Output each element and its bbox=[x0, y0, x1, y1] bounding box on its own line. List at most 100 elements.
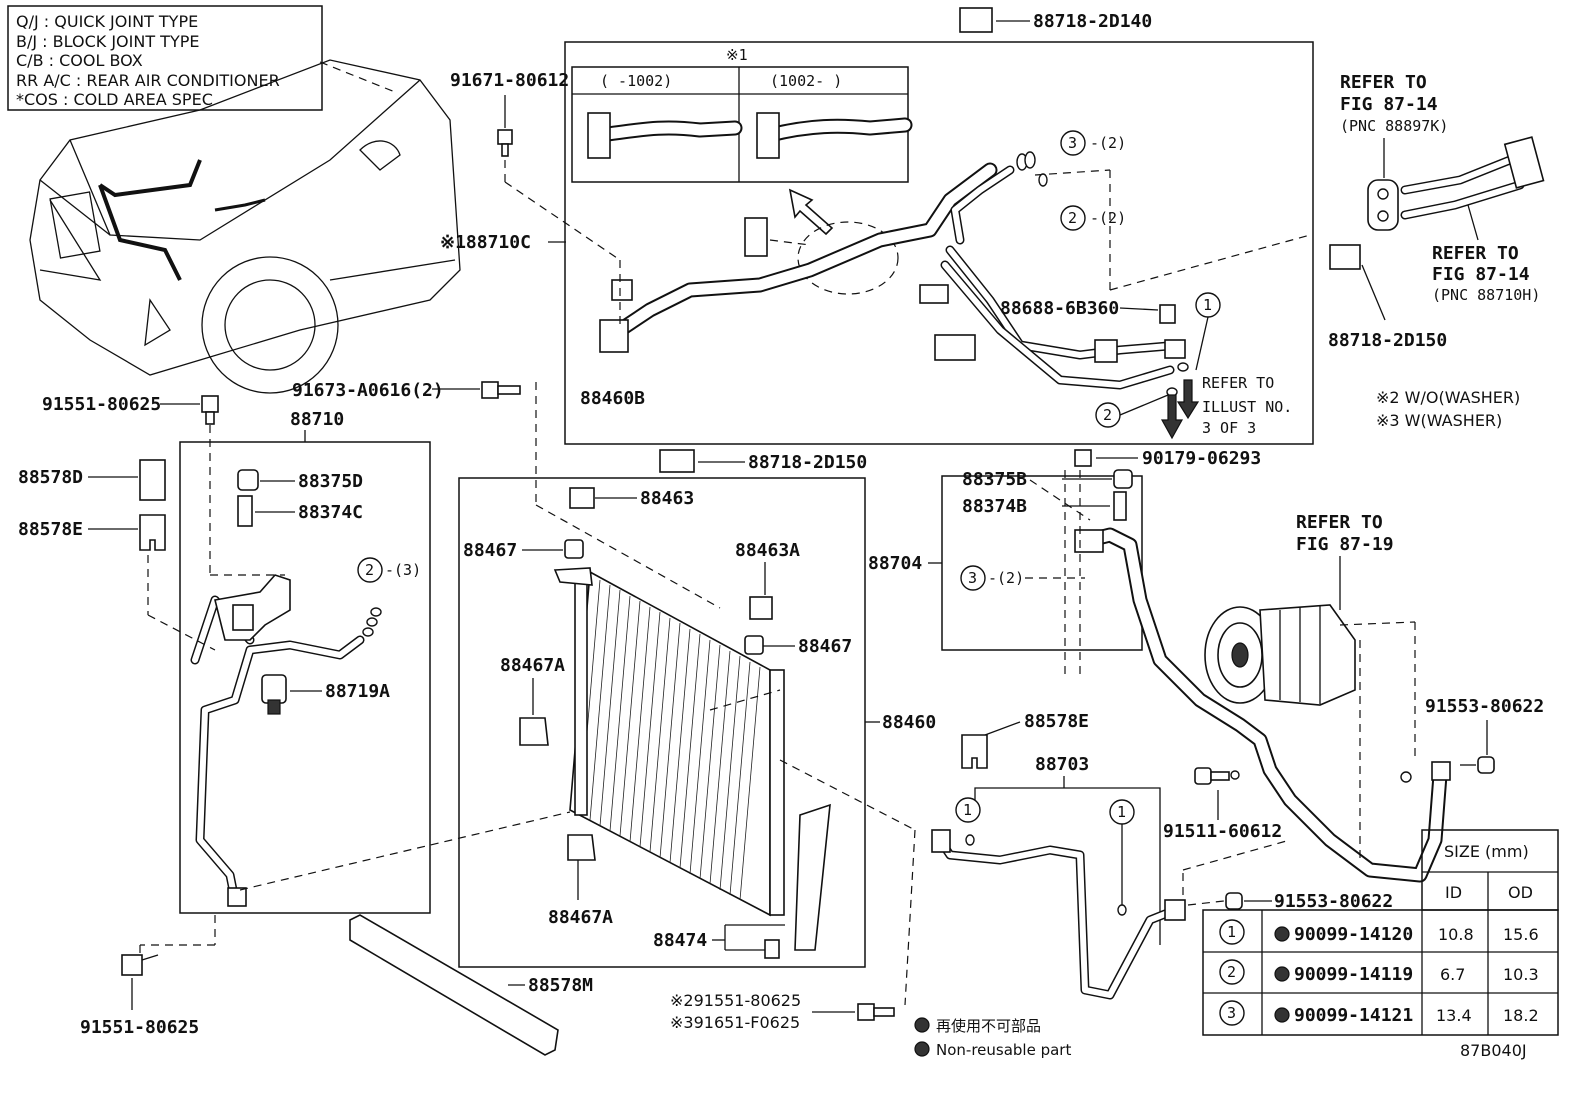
range-before-1002: ( -1002) bbox=[600, 72, 672, 90]
note-w-o-washer: ※2 W/O(WASHER) bbox=[1376, 388, 1520, 407]
part-88688-6b360: 88688-6B360 bbox=[1000, 298, 1119, 319]
part-88578e-left: 88578E bbox=[18, 519, 83, 540]
callout-2-left-qty: -(3) bbox=[385, 561, 421, 579]
refer-illust-line1: REFER TO bbox=[1202, 374, 1274, 392]
top-callouts: 88718-2D140 91671-80612 ※188710C bbox=[440, 7, 1152, 261]
size-row2-num: 2 bbox=[1227, 963, 1236, 981]
part-91551-80625-bottom: 91551-80625 bbox=[80, 1017, 199, 1038]
part-88375b: 88375B bbox=[962, 469, 1027, 490]
size-row3-od: 18.2 bbox=[1503, 1006, 1539, 1025]
refer-a-line2: FIG 87-14 bbox=[1340, 94, 1438, 115]
part-88578m: 88578M bbox=[528, 975, 593, 996]
size-row1-num: 1 bbox=[1227, 923, 1236, 941]
liquid-tube-box-88710: 91551-80625 88710 88375D 88374C 2 -(3) 8… bbox=[42, 394, 431, 1038]
size-row2-od: 10.3 bbox=[1503, 965, 1539, 984]
part-88467-a: 88467 bbox=[463, 540, 517, 561]
part-91551-80625-top: 91551-80625 bbox=[42, 394, 161, 415]
callout-1-left: 1 bbox=[963, 801, 972, 819]
part-88578e-right: 88578E bbox=[1024, 711, 1089, 732]
callout-1-top: 1 bbox=[1203, 296, 1212, 314]
part-91511-60612: 91511-60612 bbox=[1163, 821, 1282, 842]
part-88375d: 88375D bbox=[298, 471, 363, 492]
part-88704: 88704 bbox=[868, 553, 922, 574]
part-88467a-top: 88467A bbox=[500, 655, 565, 676]
o-ring-size-table: SIZE (mm) ID OD 1 90099-14120 10.8 15.6 … bbox=[1202, 829, 1559, 1036]
suction-hose-88703: 88578E 88703 1 1 91511-60612 91553-80622 bbox=[931, 711, 1393, 1000]
size-row3-num: 3 bbox=[1227, 1004, 1236, 1022]
callout-2-mid: 2 bbox=[1103, 406, 1112, 424]
size-row1-part: 90099-14120 bbox=[1294, 924, 1413, 945]
discharge-hose-88704: 90179-06293 88375B 88374B 88704 3 -(2) bbox=[868, 448, 1448, 883]
part-91651-f0625-note3: ※391651-F0625 bbox=[670, 1013, 800, 1032]
size-row1-id: 10.8 bbox=[1438, 925, 1474, 944]
part-88710: 88710 bbox=[290, 409, 344, 430]
callout-2-left: 2 bbox=[365, 561, 374, 579]
refer-a-line1: REFER TO bbox=[1340, 72, 1427, 93]
refer-c-line2: FIG 87-19 bbox=[1296, 534, 1394, 555]
size-col-od: OD bbox=[1508, 883, 1533, 902]
part-88710c: ※188710C bbox=[440, 232, 531, 253]
part-88718-2d140: 88718-2D140 bbox=[1033, 11, 1152, 32]
part-88467a-bottom: 88467A bbox=[548, 907, 613, 928]
part-88374c: 88374C bbox=[298, 502, 363, 523]
refer-fig-87-14: REFER TO FIG 87-14 (PNC 88897K) REFER TO… bbox=[1328, 72, 1545, 430]
size-table-header: SIZE (mm) bbox=[1444, 842, 1529, 861]
refer-illust-line2: ILLUST NO. bbox=[1202, 398, 1292, 416]
part-88463a: 88463A bbox=[735, 540, 800, 561]
hose-assembly-box: ※1 ( -1002) (1002- ) bbox=[564, 41, 1314, 445]
part-91673-a0616: 91673-A0616(2) bbox=[292, 380, 444, 401]
compressor: REFER TO FIG 87-19 91553-80622 bbox=[1204, 512, 1544, 860]
callout-3-top-qty: -(2) bbox=[1090, 134, 1126, 152]
part-88460: 88460 bbox=[882, 712, 936, 733]
part-91553-80622-a: 91553-80622 bbox=[1425, 696, 1544, 717]
part-88718-2d150-mid: 88718-2D150 bbox=[748, 452, 867, 473]
callout-2-top-qty: -(2) bbox=[1090, 209, 1126, 227]
condenser-box-88460: 91673-A0616(2) 88718-2D150 88463 88467 8… bbox=[239, 380, 936, 1056]
nonreusable-legend: 再使用不可部品 Non-reusable part bbox=[914, 1017, 1071, 1059]
legend-line-cos: *COS : COLD AREA SPEC bbox=[16, 90, 213, 109]
note-w-washer: ※3 W(WASHER) bbox=[1376, 411, 1502, 430]
callout-2-top: 2 bbox=[1068, 209, 1077, 227]
part-91671-80612: 91671-80612 bbox=[450, 70, 569, 91]
size-row3-id: 13.4 bbox=[1436, 1006, 1472, 1025]
legend-line-qj: Q/J : QUICK JOINT TYPE bbox=[16, 12, 198, 31]
part-88719a: 88719A bbox=[325, 681, 390, 702]
refer-c-line1: REFER TO bbox=[1296, 512, 1383, 533]
vehicle-illustration bbox=[29, 59, 461, 394]
condenser-fins bbox=[579, 579, 761, 901]
range-after-1002: (1002- ) bbox=[770, 72, 842, 90]
callout-3-mid-qty: -(2) bbox=[988, 569, 1024, 587]
abbreviation-legend: Q/J : QUICK JOINT TYPE B/J : BLOCK JOINT… bbox=[7, 5, 323, 111]
legend-line-rrac: RR A/C : REAR AIR CONDITIONER bbox=[16, 71, 280, 90]
cushion-pads-left: 88578D 88578E bbox=[18, 459, 216, 651]
refer-b-line2: FIG 87-14 bbox=[1432, 264, 1530, 285]
size-col-id: ID bbox=[1445, 883, 1462, 902]
size-row1-od: 15.6 bbox=[1503, 925, 1539, 944]
nonreusable-jp: 再使用不可部品 bbox=[936, 1017, 1041, 1035]
part-88374b: 88374B bbox=[962, 496, 1027, 517]
refer-b-line3: (PNC 88710H) bbox=[1432, 286, 1540, 304]
callout-3-mid: 3 bbox=[968, 569, 977, 587]
part-88460b: 88460B bbox=[580, 388, 645, 409]
size-row3-part: 90099-14121 bbox=[1294, 1005, 1413, 1026]
note1-mark: ※1 bbox=[726, 46, 748, 64]
part-88463: 88463 bbox=[640, 488, 694, 509]
size-row2-part: 90099-14119 bbox=[1294, 964, 1413, 985]
part-88578d: 88578D bbox=[18, 467, 83, 488]
size-row2-id: 6.7 bbox=[1440, 965, 1465, 984]
refer-illust-line3: 3 OF 3 bbox=[1202, 419, 1256, 437]
callout-1-right: 1 bbox=[1117, 803, 1126, 821]
part-88467-b: 88467 bbox=[798, 636, 852, 657]
part-91553-80622-b: 91553-80622 bbox=[1274, 891, 1393, 912]
refer-a-line3: (PNC 88897K) bbox=[1340, 117, 1448, 135]
part-88703: 88703 bbox=[1035, 754, 1089, 775]
legend-line-bj: B/J : BLOCK JOINT TYPE bbox=[16, 32, 199, 51]
part-88474: 88474 bbox=[653, 930, 707, 951]
part-88718-2d150-right: 88718-2D150 bbox=[1328, 330, 1447, 351]
part-90179-06293: 90179-06293 bbox=[1142, 448, 1261, 469]
legend-line-cb: C/B : COOL BOX bbox=[16, 51, 143, 70]
callout-3-top: 3 bbox=[1068, 134, 1077, 152]
refer-b-line1: REFER TO bbox=[1432, 243, 1519, 264]
